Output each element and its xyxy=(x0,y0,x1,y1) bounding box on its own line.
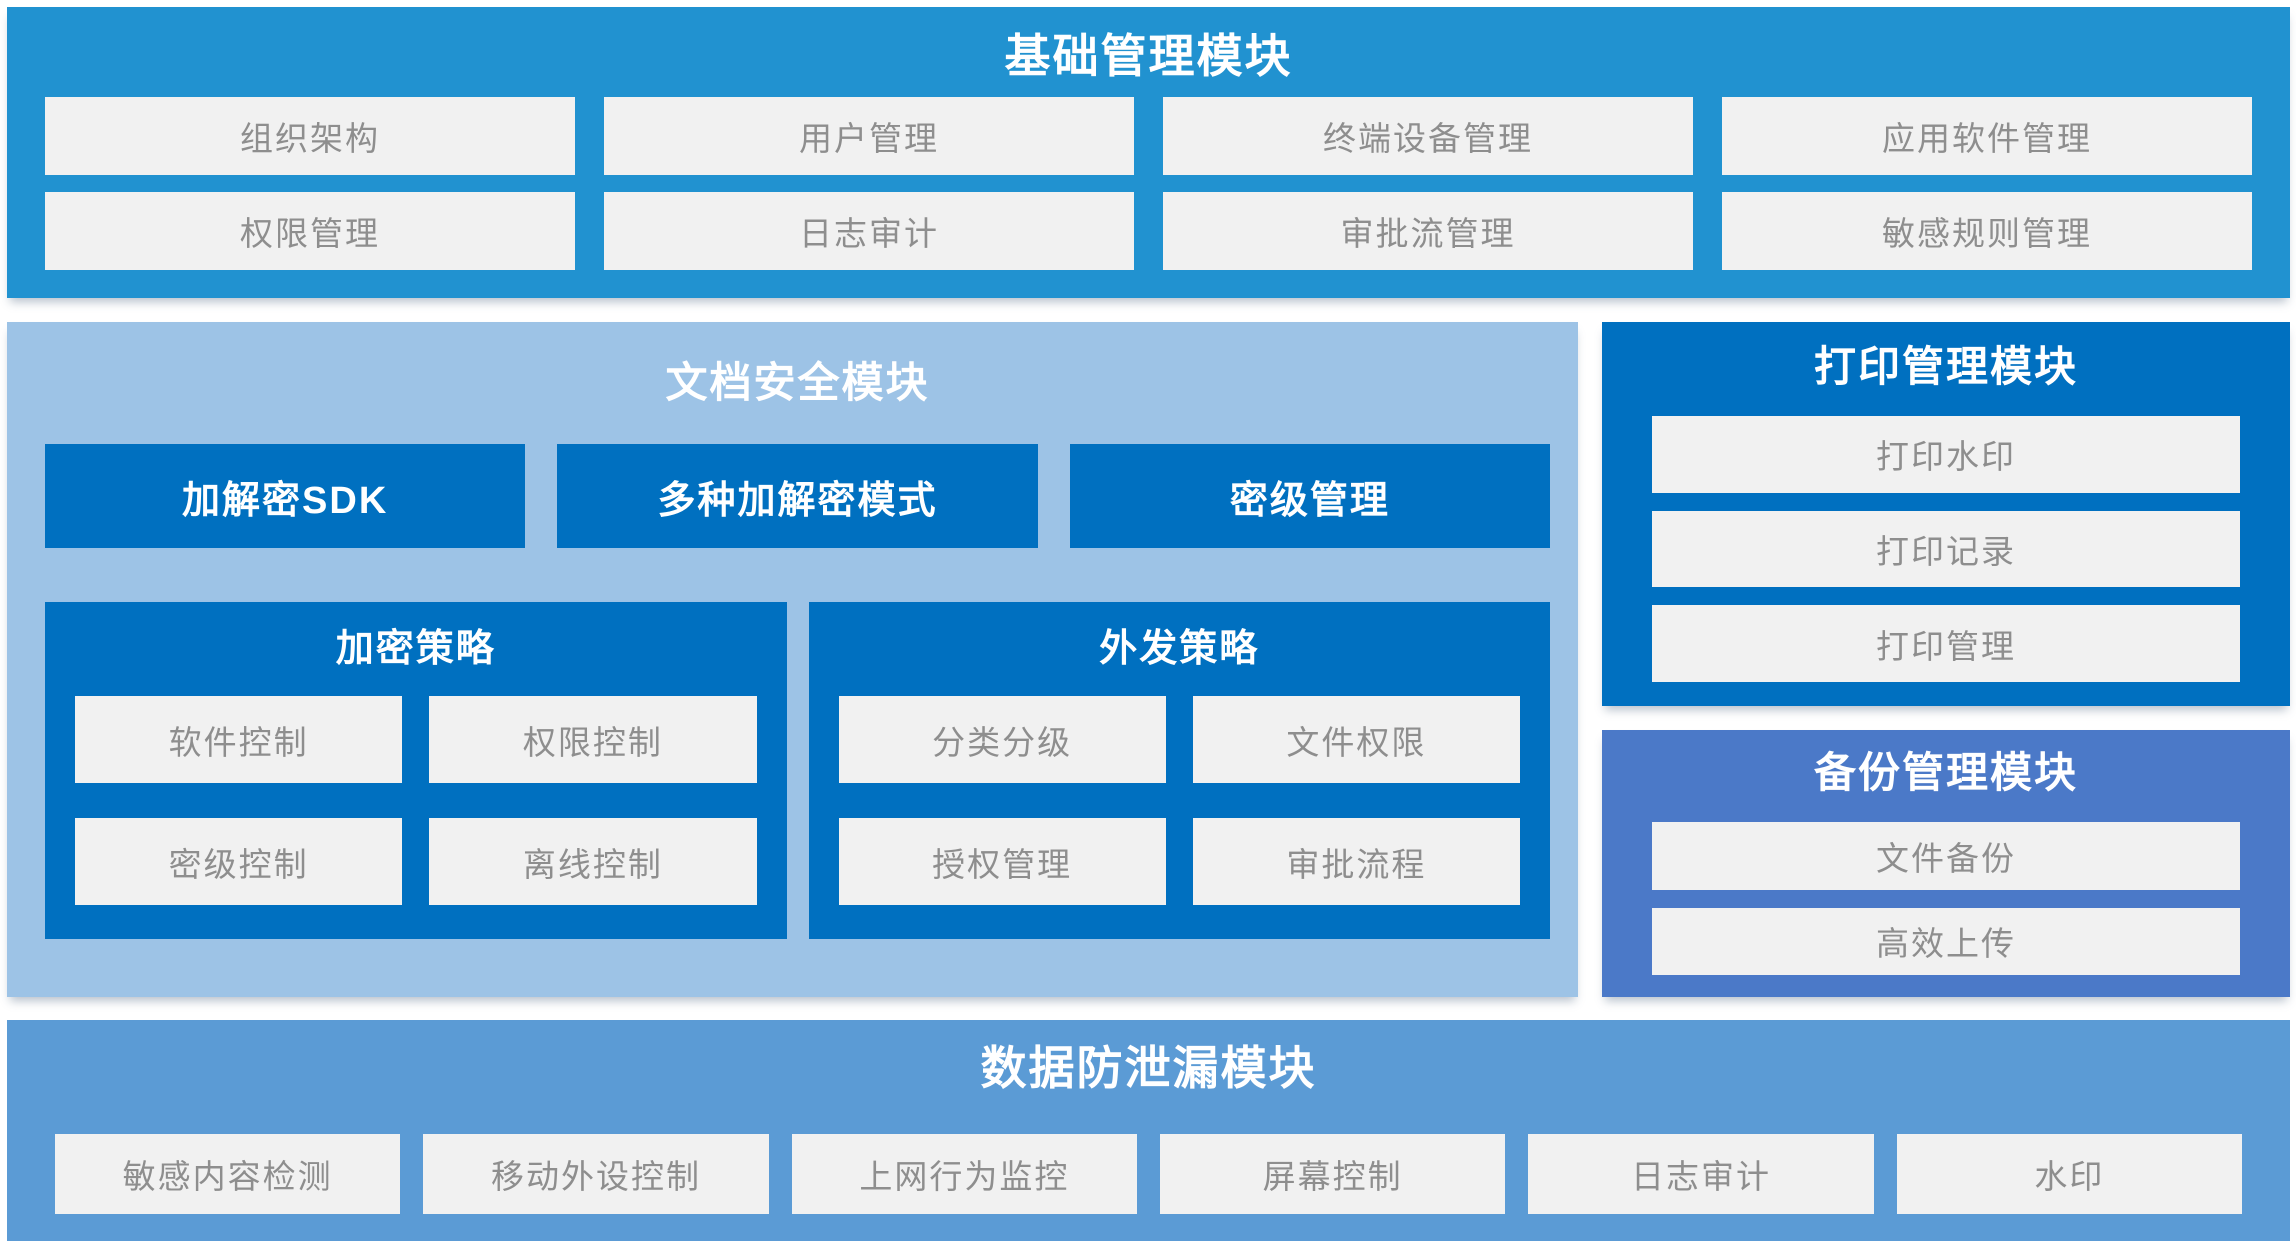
encryption-policy-items: 软件控制 权限控制 密级控制 离线控制 xyxy=(75,696,757,905)
middle-row: 文档安全模块 加解密SDK 多种加解密模式 密级管理 加密策略 软件控制 权限控… xyxy=(7,322,2290,997)
panel-title: 外发策略 xyxy=(1099,628,1260,670)
encryption-policy-panel: 加密策略 软件控制 权限控制 密级控制 离线控制 xyxy=(45,602,787,939)
print-management-items: 打印水印 打印记录 打印管理 xyxy=(1652,416,2240,683)
module-item: 离线控制 xyxy=(429,818,757,905)
module-item: 软件控制 xyxy=(75,696,403,783)
module-item: 文件权限 xyxy=(1192,696,1520,783)
module-item: 屏幕控制 xyxy=(1160,1134,1506,1214)
module-item: 移动外设控制 xyxy=(423,1134,769,1214)
feature-button: 多种加解密模式 xyxy=(557,444,1038,548)
panel-title: 加密策略 xyxy=(335,628,496,670)
feature-button: 密级管理 xyxy=(1069,444,1550,548)
document-security-features: 加解密SDK 多种加解密模式 密级管理 xyxy=(45,444,1550,548)
backup-management-module: 备份管理模块 文件备份 高效上传 xyxy=(1602,730,2290,997)
module-item: 水印 xyxy=(1896,1134,2242,1214)
section-title: 基础管理模块 xyxy=(1004,30,1293,82)
strategy-panels: 加密策略 软件控制 权限控制 密级控制 离线控制 外发策略 分类分级 文件权限 … xyxy=(45,602,1550,939)
module-item: 敏感内容检测 xyxy=(55,1134,401,1214)
outgoing-policy-panel: 外发策略 分类分级 文件权限 授权管理 审批流程 xyxy=(808,602,1550,939)
module-item: 授权管理 xyxy=(838,818,1166,905)
dlp-items: 敏感内容检测 移动外设控制 上网行为监控 屏幕控制 日志审计 水印 xyxy=(47,1134,2250,1214)
backup-management-items: 文件备份 高效上传 xyxy=(1652,822,2240,975)
module-item: 密级控制 xyxy=(75,818,403,905)
module-item: 权限管理 xyxy=(45,192,575,270)
section-title: 文档安全模块 xyxy=(665,359,930,406)
document-security-module: 文档安全模块 加解密SDK 多种加解密模式 密级管理 加密策略 软件控制 权限控… xyxy=(7,322,1578,997)
module-item: 分类分级 xyxy=(838,696,1166,783)
module-item: 审批流管理 xyxy=(1163,192,1693,270)
module-item: 应用软件管理 xyxy=(1722,97,2252,175)
module-item: 组织架构 xyxy=(45,97,575,175)
feature-button: 加解密SDK xyxy=(45,444,526,548)
print-management-module: 打印管理模块 打印水印 打印记录 打印管理 xyxy=(1602,322,2290,706)
module-item: 用户管理 xyxy=(604,97,1134,175)
module-item: 高效上传 xyxy=(1652,907,2240,975)
module-item: 打印记录 xyxy=(1652,510,2240,588)
section-title: 打印管理模块 xyxy=(1813,343,2078,390)
dlp-module: 数据防泄漏模块 敏感内容检测 移动外设控制 上网行为监控 屏幕控制 日志审计 水… xyxy=(7,1020,2290,1241)
basic-management-items: 组织架构 用户管理 终端设备管理 应用软件管理 权限管理 日志审计 审批流管理 … xyxy=(7,97,2290,270)
module-item: 上网行为监控 xyxy=(791,1134,1137,1214)
module-item: 日志审计 xyxy=(604,192,1134,270)
module-item: 审批流程 xyxy=(1192,818,1520,905)
outgoing-policy-items: 分类分级 文件权限 授权管理 审批流程 xyxy=(838,696,1520,905)
module-item: 终端设备管理 xyxy=(1163,97,1693,175)
module-item: 权限控制 xyxy=(429,696,757,783)
basic-management-module: 基础管理模块 组织架构 用户管理 终端设备管理 应用软件管理 权限管理 日志审计… xyxy=(7,7,2290,298)
right-column: 打印管理模块 打印水印 打印记录 打印管理 备份管理模块 文件备份 高效上传 xyxy=(1602,322,2290,997)
module-item: 日志审计 xyxy=(1528,1134,1874,1214)
module-item: 打印管理 xyxy=(1652,605,2240,683)
module-item: 文件备份 xyxy=(1652,822,2240,890)
section-title: 备份管理模块 xyxy=(1813,749,2078,796)
module-item: 打印水印 xyxy=(1652,416,2240,493)
section-title: 数据防泄漏模块 xyxy=(980,1042,1317,1094)
module-item: 敏感规则管理 xyxy=(1722,192,2252,270)
